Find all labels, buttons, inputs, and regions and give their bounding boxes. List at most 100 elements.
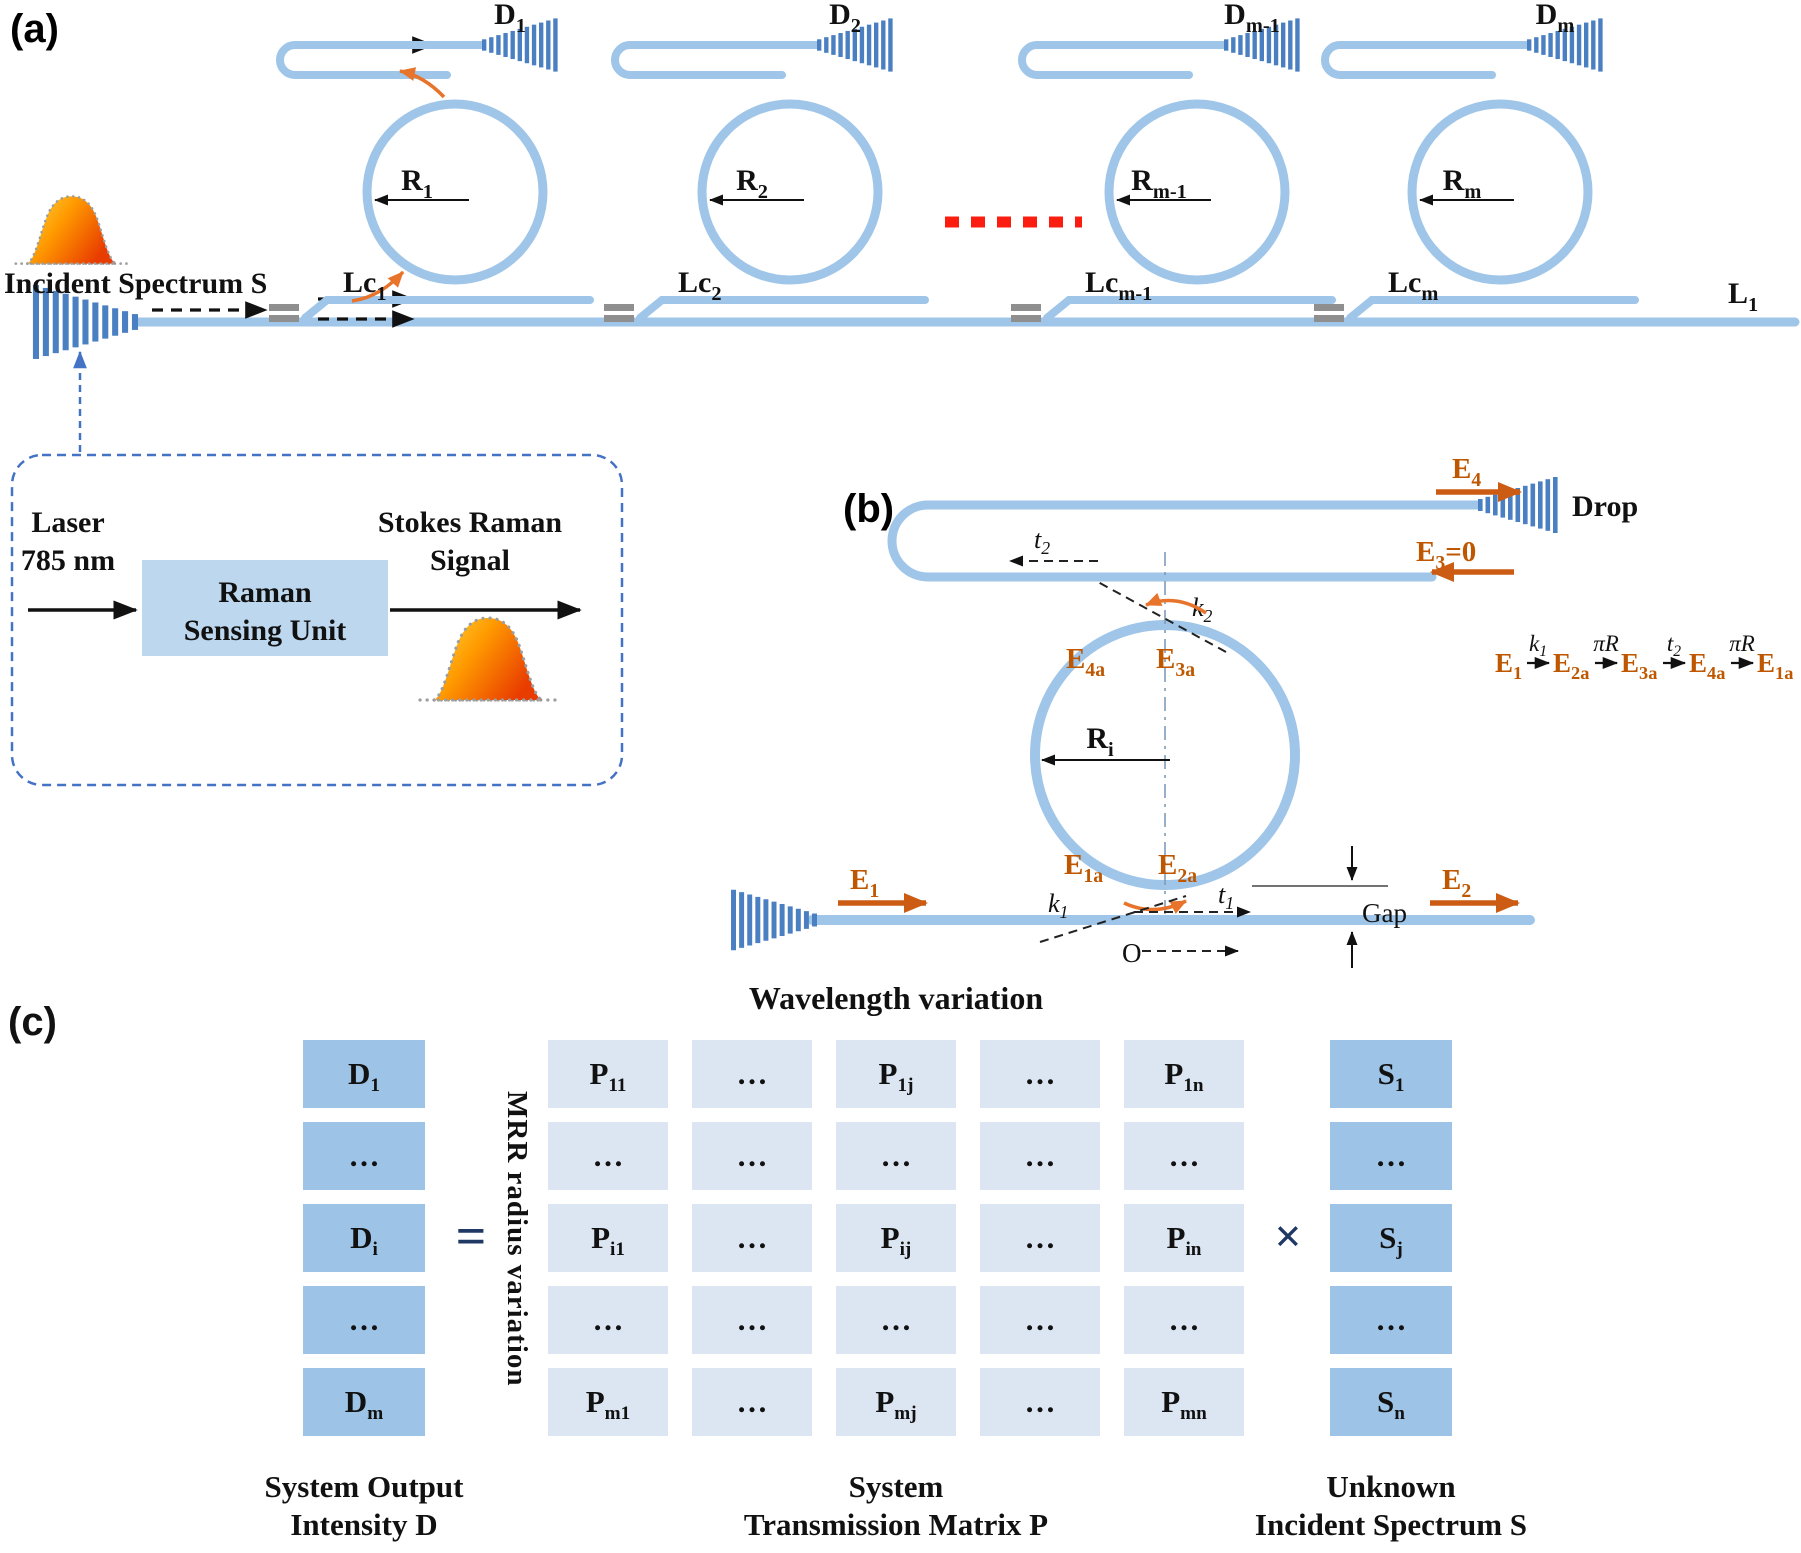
s-vector: S1 … Sj … Sn	[1330, 1040, 1452, 1436]
wavelength-variation-header: Wavelength variation	[748, 980, 1044, 1016]
matrix-cell-pij: Pij	[836, 1204, 956, 1272]
ri-label: Ri	[1086, 722, 1114, 761]
chain-t2-label: t2	[1667, 631, 1681, 660]
matrix-cell-dots: …	[692, 1122, 812, 1190]
matrix-cell-dots: …	[692, 1204, 812, 1272]
raman-sensing-unit-box	[142, 560, 388, 656]
matrix-cell-s-dots: …	[1330, 1122, 1452, 1190]
matrix-cell-dots: …	[836, 1122, 956, 1190]
e3a-label: E3a	[1156, 643, 1195, 681]
matrix-cell-d1: D1	[303, 1040, 425, 1108]
equals-sign: =	[455, 1206, 487, 1266]
s-vector-caption: Unknown Incident Spectrum S	[1254, 1469, 1528, 1542]
drop-port-label: D2	[829, 0, 861, 37]
drop-port-label: D1	[494, 0, 526, 37]
raman-unit-label-line2: Sensing Unit	[184, 614, 347, 647]
incident-spectrum-label: Incident Spectrum S	[4, 267, 267, 300]
panel-a-label: (a)	[10, 7, 59, 51]
field-labels-b: E4 E3=0 t2 k2 E4a E3a Ri E1a E2a E1 E2 k…	[838, 453, 1522, 968]
p-matrix: P11 … P1j … P1n … … … … … Pi1 … Pij … Pi…	[548, 1040, 1244, 1436]
drop-port-name: Drop	[1572, 490, 1638, 523]
drop-port-label: Dm-1	[1224, 0, 1280, 37]
matrix-cell-dots: …	[692, 1286, 812, 1354]
matrix-cell-pm1: Pm1	[548, 1368, 668, 1436]
e4a-label: E4a	[1066, 643, 1105, 681]
matrix-cell-d-dots: …	[303, 1122, 425, 1190]
e4-label: E4	[1452, 453, 1481, 491]
k1-label: k1	[1048, 889, 1068, 922]
panel-b-label: (b)	[843, 487, 894, 531]
matrix-cell-dots: …	[980, 1368, 1100, 1436]
chain-k1-label: k1	[1529, 631, 1547, 660]
matrix-cell-s1: S1	[1330, 1040, 1452, 1108]
matrix-cell-sn: Sn	[1330, 1368, 1452, 1436]
matrix-cell-dots: …	[692, 1368, 812, 1436]
e1-label: E1	[850, 864, 879, 902]
t2-label: t2	[1034, 525, 1050, 558]
matrix-cell-dots: …	[980, 1040, 1100, 1108]
e1a-label: E1a	[1064, 849, 1103, 887]
bus-length-label: L1	[1728, 277, 1758, 316]
ring-radius-label: Rm-1	[1131, 164, 1187, 203]
matrix-cell-dm: Dm	[303, 1368, 425, 1436]
coupling-length-label: Lcm-1	[1085, 266, 1152, 305]
d-vector-caption: System Output Intensity D	[264, 1469, 464, 1542]
matrix-cell-sj: Sj	[1330, 1204, 1452, 1272]
ring-radius-label: R2	[736, 164, 768, 203]
stokes-label-line2: Signal	[430, 544, 510, 577]
chain-e1: E1	[1495, 648, 1522, 683]
matrix-cell-dots: …	[836, 1286, 956, 1354]
laser-label-line2: 785 nm	[21, 544, 115, 577]
matrix-cell-dots: …	[548, 1122, 668, 1190]
matrix-cell-p1n: P1n	[1124, 1040, 1244, 1108]
matrix-cell-pmj: Pmj	[836, 1368, 956, 1436]
raman-inset: Laser 785 nm Raman Sensing Unit Stokes R…	[10, 453, 624, 787]
k1-line	[1039, 895, 1187, 943]
p-matrix-caption: System Transmission Matrix P	[743, 1469, 1049, 1542]
matrix-cell-s-dots: …	[1330, 1286, 1452, 1354]
top-coupling-arc	[1145, 592, 1207, 615]
ring-coupling-arrow-top	[399, 67, 446, 99]
field-evolution-chain: E1 k1 E2a πR E3a t2 E4a πR E1a	[1495, 631, 1793, 683]
matrix-cell-p1j: P1j	[836, 1040, 956, 1108]
matrix-cell-dots: …	[548, 1286, 668, 1354]
ring-resonator-1: D1 R1 Lc1	[269, 0, 590, 322]
matrix-cell-d-dots: …	[303, 1286, 425, 1354]
matrix-cell-pi1: Pi1	[548, 1204, 668, 1272]
coupling-length-label: Lc2	[678, 266, 722, 305]
bottom-coupling-arc	[1123, 899, 1187, 914]
coupling-length-label: Lc1	[343, 266, 387, 305]
matrix-cell-dots: …	[1124, 1286, 1244, 1354]
e2-label: E2	[1442, 864, 1471, 902]
laser-label-line1: Laser	[31, 506, 104, 539]
stokes-label-line1: Stokes Raman	[378, 506, 563, 539]
ring-resonator-m: Dm Rm Lcm	[1314, 0, 1635, 322]
coupling-length-label: Lcm	[1388, 266, 1438, 305]
chain-e2a: E2a	[1553, 648, 1589, 683]
chain-e4a: E4a	[1689, 648, 1725, 683]
matrix-cell-dots: …	[980, 1286, 1100, 1354]
ring-radius-label: Rm	[1443, 164, 1482, 203]
e2a-label: E2a	[1158, 849, 1197, 887]
panel-c-label: (c)	[8, 1000, 57, 1044]
t1-label: t1	[1218, 880, 1234, 913]
matrix-cell-pin: Pin	[1124, 1204, 1244, 1272]
ring-radius-label: R1	[401, 164, 433, 203]
raman-unit-label-line1: Raman	[218, 576, 312, 609]
single-ring-detail: Drop	[731, 477, 1638, 951]
d-vector: D1 … Di … Dm	[303, 1040, 425, 1436]
chain-e1a: E1a	[1757, 648, 1793, 683]
chain-pir-label-1: πR	[1593, 631, 1619, 656]
chain-e3a: E3a	[1621, 648, 1657, 683]
matrix-cell-pmn: Pmn	[1124, 1368, 1244, 1436]
ring-resonator-2: D2 R2 Lc2	[604, 0, 925, 322]
gap-label: Gap	[1362, 898, 1407, 928]
k2-line	[1097, 581, 1227, 653]
drop-port-label: Dm	[1536, 0, 1575, 37]
matrix-cell-dots: …	[980, 1204, 1100, 1272]
origin-label: O	[1122, 938, 1142, 968]
mrr-radius-variation-header: MRR radius variation	[501, 1091, 533, 1387]
multiply-sign: ×	[1274, 1210, 1302, 1263]
matrix-cell-dots: …	[1124, 1122, 1244, 1190]
